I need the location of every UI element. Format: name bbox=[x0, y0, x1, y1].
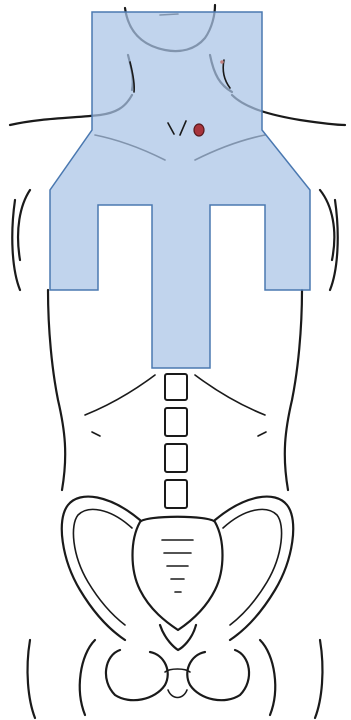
vertebra-l1 bbox=[165, 374, 187, 400]
vertebra-l2 bbox=[165, 408, 187, 436]
vertebra-l4 bbox=[165, 480, 187, 508]
spine bbox=[165, 374, 187, 508]
vertebra-l3 bbox=[165, 444, 187, 472]
pelvis bbox=[28, 497, 323, 718]
marker-dot bbox=[194, 124, 204, 136]
tattoo-dot bbox=[220, 60, 224, 64]
radiation-field bbox=[50, 12, 310, 368]
